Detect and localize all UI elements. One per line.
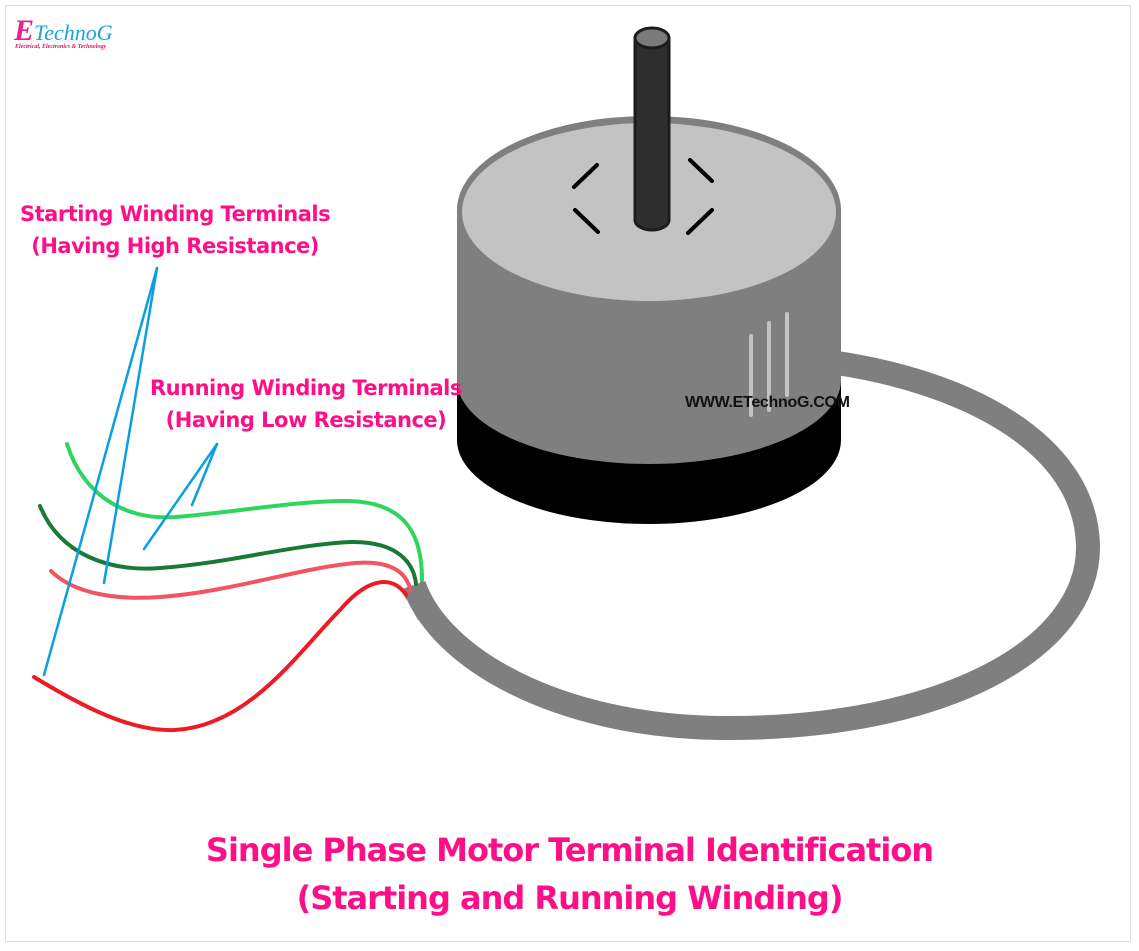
wire-dark-green [38,504,418,586]
etechnog-logo: ETechnoG Electrical, Electronics & Techn… [14,14,144,54]
title-line-1: Single Phase Motor Terminal Identificati… [205,831,934,869]
pointer-start-1 [42,266,159,677]
logo-wordmark: ETechnoG [14,14,113,48]
starting-winding-label: Starting Winding Terminals (Having High … [20,198,331,262]
website-watermark: WWW.ETechnoG.COM [685,394,850,411]
starting-winding-title: Starting Winding Terminals [20,202,331,226]
pointer-start-2 [102,266,159,585]
diagram-title: Single Phase Motor Terminal Identificati… [0,826,1139,922]
motor-shaft [633,26,671,232]
running-winding-title: Running Winding Terminals [150,376,462,400]
body-highlights [749,312,789,417]
cable-end [406,580,436,620]
running-winding-label: Running Winding Terminals (Having Low Re… [150,372,462,436]
wire-light-green [65,442,424,582]
motor-cable [402,350,1101,741]
wire-light-red [49,560,413,600]
title-line-2: (Starting and Running Winding) [296,879,844,917]
running-winding-note: (Having Low Resistance) [165,408,447,432]
wire-red [32,580,410,733]
logo-tagline: Electrical, Electronics & Technology [15,44,107,50]
vent-marks [572,158,714,235]
logo-name: TechnoG [34,20,113,45]
logo-initial: E [14,14,35,47]
starting-winding-note: (Having High Resistance) [31,234,319,258]
pointer-run-2 [190,442,219,507]
pointer-run-1 [142,442,219,551]
